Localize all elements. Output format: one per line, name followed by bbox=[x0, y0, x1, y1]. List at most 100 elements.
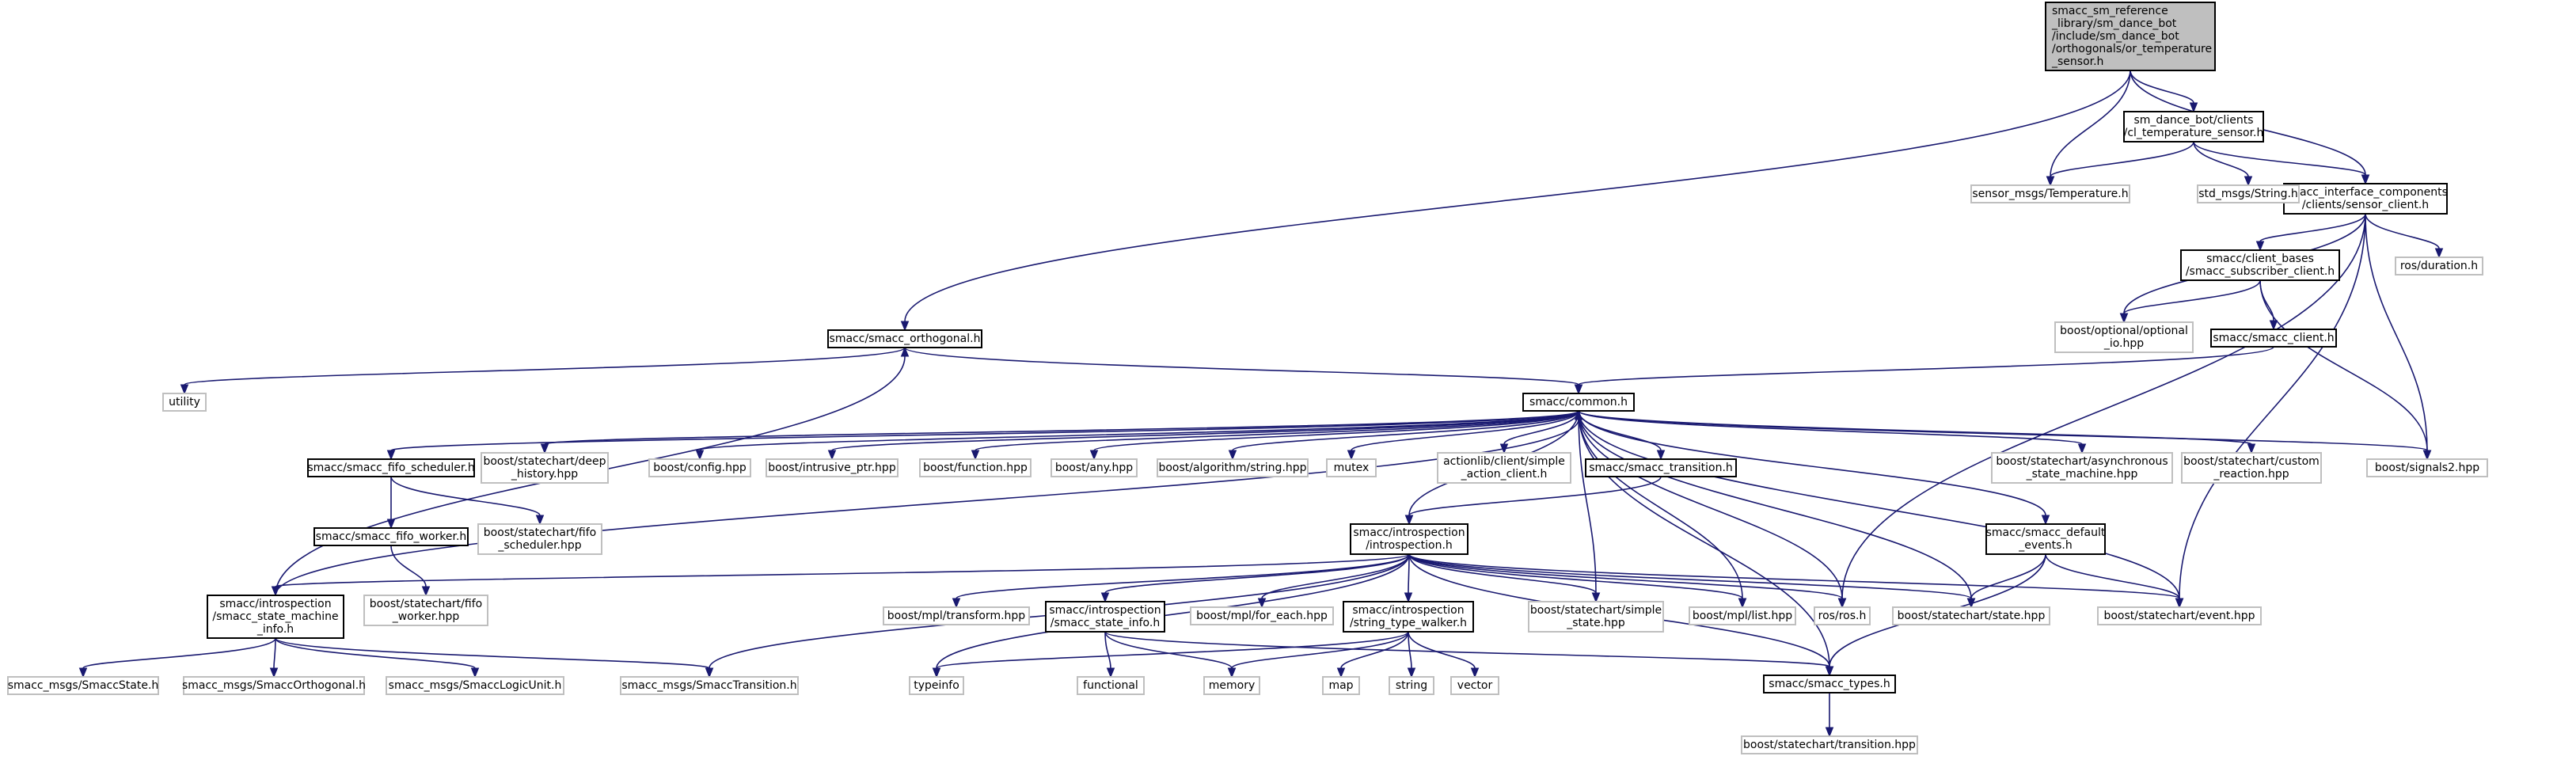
node-sm-info[interactable]: smacc/introspection/smacc_state_machine_… bbox=[207, 595, 344, 639]
node-cl-temp[interactable]: sm_dance_bot/clients/cl_temperature_sens… bbox=[2123, 111, 2264, 142]
edge-arrowhead bbox=[1227, 667, 1237, 678]
node-fifo-worker[interactable]: smacc/smacc_fifo_worker.h bbox=[313, 527, 469, 546]
node-label-line: ros/duration.h bbox=[2400, 260, 2478, 272]
node-box bbox=[1389, 676, 1434, 695]
node-box bbox=[386, 676, 564, 695]
edge-line bbox=[936, 553, 1410, 669]
edge-line bbox=[2045, 553, 2180, 599]
edge-sensor_client-to-subscriber_client bbox=[2255, 213, 2366, 252]
node-label-line: /clients/sensor_client.h bbox=[2302, 199, 2429, 211]
node-box bbox=[2054, 321, 2194, 353]
node-ros-h: ros/ros.h bbox=[1814, 606, 1871, 625]
node-common[interactable]: smacc/common.h bbox=[1522, 393, 1635, 412]
node-box bbox=[313, 527, 469, 546]
edge-arrowhead bbox=[2046, 176, 2055, 187]
node-label-line: smacc_msgs/SmaccState.h bbox=[8, 679, 159, 692]
edge-line bbox=[1351, 410, 1579, 451]
node-label-line: _library/sm_dance_bot bbox=[2051, 17, 2177, 30]
edge-line bbox=[275, 637, 476, 669]
edge-arrowhead bbox=[1089, 450, 1099, 461]
node-smacc-transition[interactable]: smacc/smacc_transition.h bbox=[1585, 458, 1737, 477]
edge-line bbox=[2123, 279, 2261, 314]
node-label-line: actionlib/client/simple bbox=[1443, 455, 1565, 468]
node-fifo-worker-hpp: boost/statechart/fifo_worker.hpp bbox=[363, 595, 488, 626]
node-label-line: boost/algorithm/string.hpp bbox=[1158, 462, 1306, 474]
edge-fifo_worker-to-fifo_worker_hpp bbox=[390, 545, 431, 597]
node-mpl-list: boost/mpl/list.hpp bbox=[1689, 606, 1796, 625]
node-box bbox=[909, 676, 964, 695]
node-label-line: boost/statechart/custom bbox=[2183, 455, 2320, 468]
node-sensor-client[interactable]: smacc_interface_components/clients/senso… bbox=[2283, 183, 2448, 215]
edge-line bbox=[1093, 410, 1579, 451]
edge-line bbox=[1231, 631, 1409, 669]
node-smacc-client[interactable]: smacc/smacc_client.h bbox=[2210, 329, 2337, 348]
node-introspection[interactable]: smacc/introspection/introspection.h bbox=[1350, 523, 1468, 555]
node-label-line: /orthogonals/or_temperature bbox=[2052, 43, 2212, 55]
edge-arrowhead bbox=[2247, 443, 2256, 454]
edge-line bbox=[1408, 553, 1743, 599]
node-label-line: /smacc_state_machine bbox=[212, 610, 338, 623]
edge-line bbox=[1578, 410, 2252, 445]
node-label-line: smacc/introspection bbox=[1049, 604, 1161, 617]
edge-line bbox=[975, 410, 1579, 451]
edge-arrowhead bbox=[900, 321, 910, 332]
node-box bbox=[2366, 458, 2488, 477]
edge-line bbox=[2193, 141, 2249, 177]
node-smacc-types[interactable]: smacc/smacc_types.h bbox=[1763, 674, 1896, 694]
node-label-line: _worker.hpp bbox=[392, 610, 460, 623]
edge-arrowhead bbox=[2269, 320, 2278, 331]
edge-line bbox=[956, 553, 1410, 599]
node-ros-duration: ros/duration.h bbox=[2395, 256, 2483, 276]
node-box bbox=[1322, 676, 1360, 695]
edge-common-to-algorithm_string bbox=[1228, 410, 1579, 461]
node-default-events[interactable]: smacc/smacc_default_events.h bbox=[1985, 523, 2106, 555]
edge-smacc_transition-to-introspection bbox=[1404, 476, 1662, 526]
node-box bbox=[1157, 458, 1309, 477]
edge-line bbox=[1578, 410, 2083, 445]
node-subscriber-client[interactable]: smacc/client_bases/smacc_subscriber_clie… bbox=[2180, 249, 2340, 281]
edge-line bbox=[1340, 631, 1409, 669]
node-label-line: smacc/smacc_fifo_worker.h bbox=[316, 530, 467, 543]
edge-common-to-fifo_scheduler bbox=[386, 410, 1579, 461]
node-state-info[interactable]: smacc/introspection/smacc_state_info.h bbox=[1045, 601, 1165, 633]
node-label-line: boost/any.hpp bbox=[1055, 462, 1133, 474]
edge-sensor_client-to-ros_duration bbox=[2365, 213, 2444, 259]
edge-default_events-to-event_hpp bbox=[2045, 553, 2184, 609]
node-label-line: _state_machine.hpp bbox=[2026, 468, 2138, 481]
edge-line bbox=[2050, 70, 2131, 177]
edge-line bbox=[2259, 213, 2366, 242]
node-string-type-walker[interactable]: smacc/introspection/string_type_walker.h bbox=[1343, 601, 1474, 633]
edge-arrowhead bbox=[1257, 598, 1267, 609]
node-box bbox=[2395, 256, 2483, 276]
node-orthogonal[interactable]: smacc/smacc_orthogonal.h bbox=[827, 329, 982, 348]
node-box bbox=[1450, 676, 1499, 695]
node-box bbox=[2180, 249, 2340, 281]
node-label-line: boost/mpl/for_each.hpp bbox=[1196, 610, 1328, 622]
edge-line bbox=[1578, 410, 1743, 599]
node-label-line: smacc/introspection bbox=[1353, 526, 1465, 539]
node-memory: memory bbox=[1203, 676, 1260, 695]
node-fifo-scheduler[interactable]: smacc/smacc_fifo_scheduler.h bbox=[307, 458, 475, 477]
edge-line bbox=[1408, 631, 1476, 669]
edge-line bbox=[2130, 70, 2194, 104]
node-box bbox=[620, 676, 799, 695]
node-label-line: boost/optional/optional bbox=[2060, 325, 2188, 337]
node-label-line: boost/config.hpp bbox=[653, 462, 747, 474]
node-label-line: /include/sm_dance_bot bbox=[2052, 30, 2179, 43]
edge-cl_temp-to-sensor_msgs bbox=[2046, 141, 2194, 187]
node-root: smacc_sm_reference_library/sm_dance_bot/… bbox=[2045, 2, 2216, 71]
node-label-line: mutex bbox=[1334, 462, 1370, 474]
node-label-line: memory bbox=[1209, 679, 1256, 692]
node-label-line: _info.h bbox=[256, 623, 294, 636]
node-box bbox=[2283, 183, 2448, 215]
edge-string_type_walker-to-memory bbox=[1227, 631, 1409, 678]
edge-root-to-cl_temp bbox=[2130, 70, 2198, 113]
node-box bbox=[477, 523, 602, 555]
edge-arrowhead bbox=[705, 667, 714, 678]
edge-arrowhead bbox=[1470, 667, 1480, 678]
edge-common-to-default_events bbox=[1578, 410, 2050, 526]
edge-arrowhead bbox=[540, 443, 549, 454]
edge-common-to-signals2 bbox=[1578, 410, 2432, 461]
node-vector: vector bbox=[1450, 676, 1499, 695]
edge-line bbox=[2259, 279, 2428, 451]
